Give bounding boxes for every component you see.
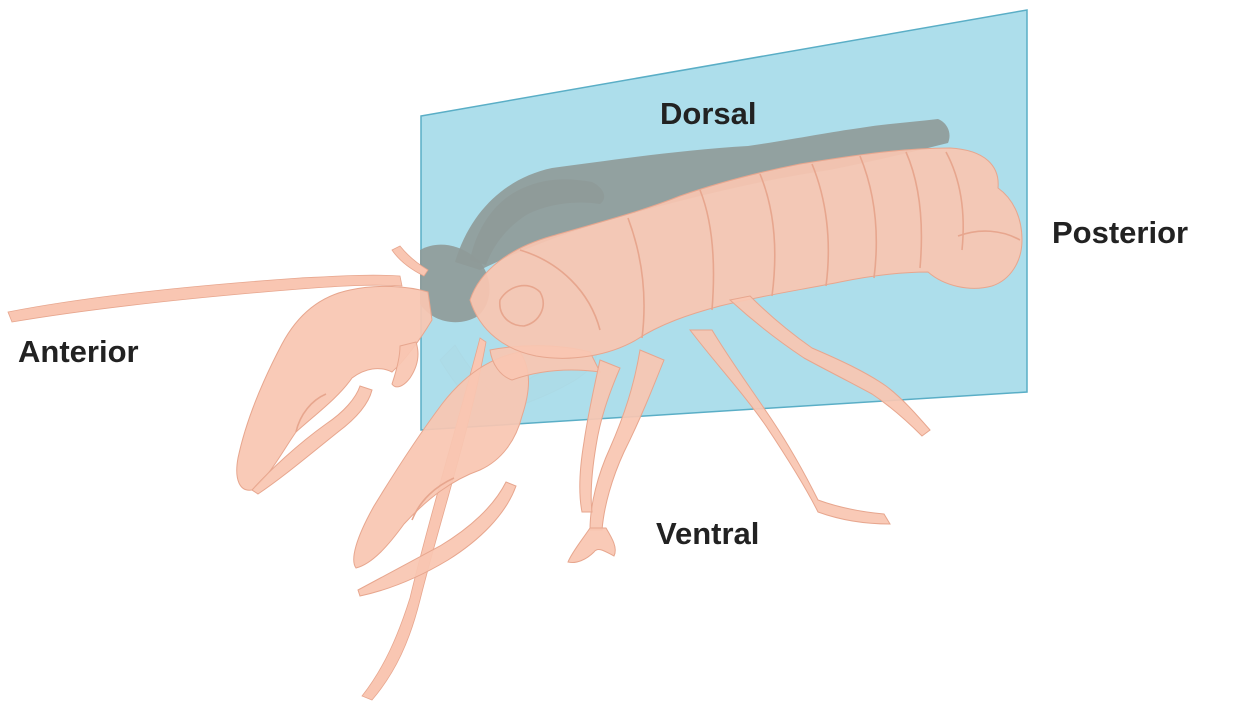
posterior-label: Posterior [1052, 217, 1188, 248]
ventral-label: Ventral [656, 518, 759, 549]
walking-leg-1-foot [568, 528, 615, 563]
dorsal-label: Dorsal [660, 98, 756, 129]
anterior-label: Anterior [18, 336, 139, 367]
